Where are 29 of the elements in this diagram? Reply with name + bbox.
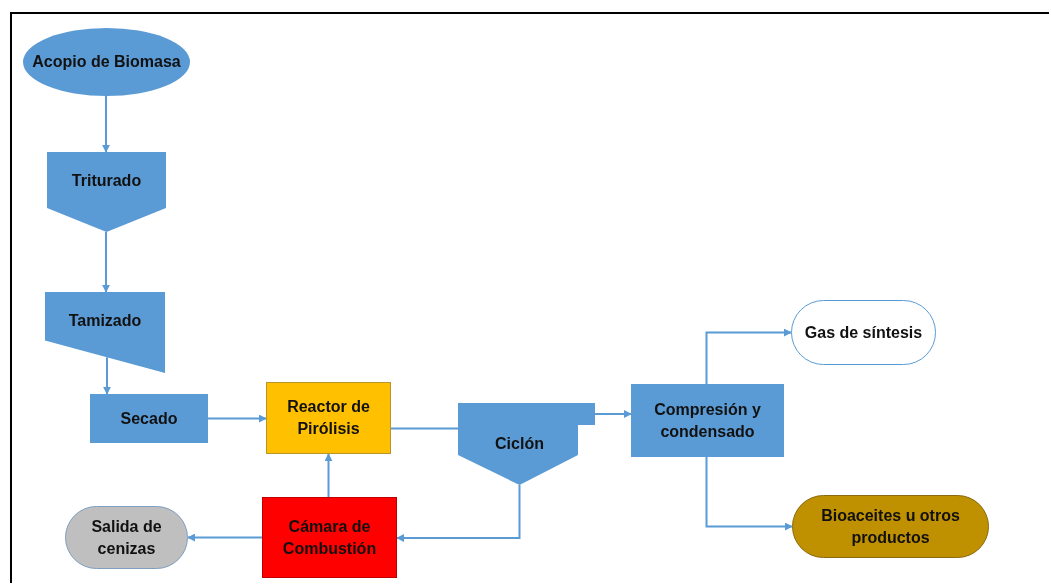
arrow (705, 456, 793, 531)
manual-input-shape (45, 292, 165, 373)
node-label: Gas de síntesis (804, 322, 923, 343)
arrow (594, 410, 632, 418)
cyclone-shape (458, 403, 595, 485)
node-label: Reactor de Pirólisis (286, 397, 371, 439)
process-box (90, 394, 208, 443)
arrow (103, 356, 111, 395)
arrow (102, 231, 110, 293)
arrow (324, 453, 333, 498)
arrow (102, 95, 110, 153)
combustion-box (262, 497, 397, 578)
node-label: Bioaceites u otros productos (820, 505, 961, 548)
node-label: Ciclón (495, 434, 544, 455)
process-box (631, 384, 784, 457)
arrow (187, 533, 263, 542)
node-label: Compresión y condensado (653, 399, 762, 442)
process-pentagon (47, 152, 166, 232)
node-label: Acopio de Biomasa (32, 52, 181, 73)
arrow (705, 328, 792, 385)
arrow (207, 414, 267, 423)
reactor-box (266, 382, 391, 454)
node-label: Triturado (71, 171, 142, 192)
node-label: Salida de cenizas (90, 516, 163, 559)
arrow (396, 484, 521, 542)
node-label: Secado (120, 408, 178, 429)
node-label: Tamizado (68, 310, 142, 331)
connector-line (390, 427, 459, 430)
node-label: Cámara de Combustión (281, 516, 378, 559)
